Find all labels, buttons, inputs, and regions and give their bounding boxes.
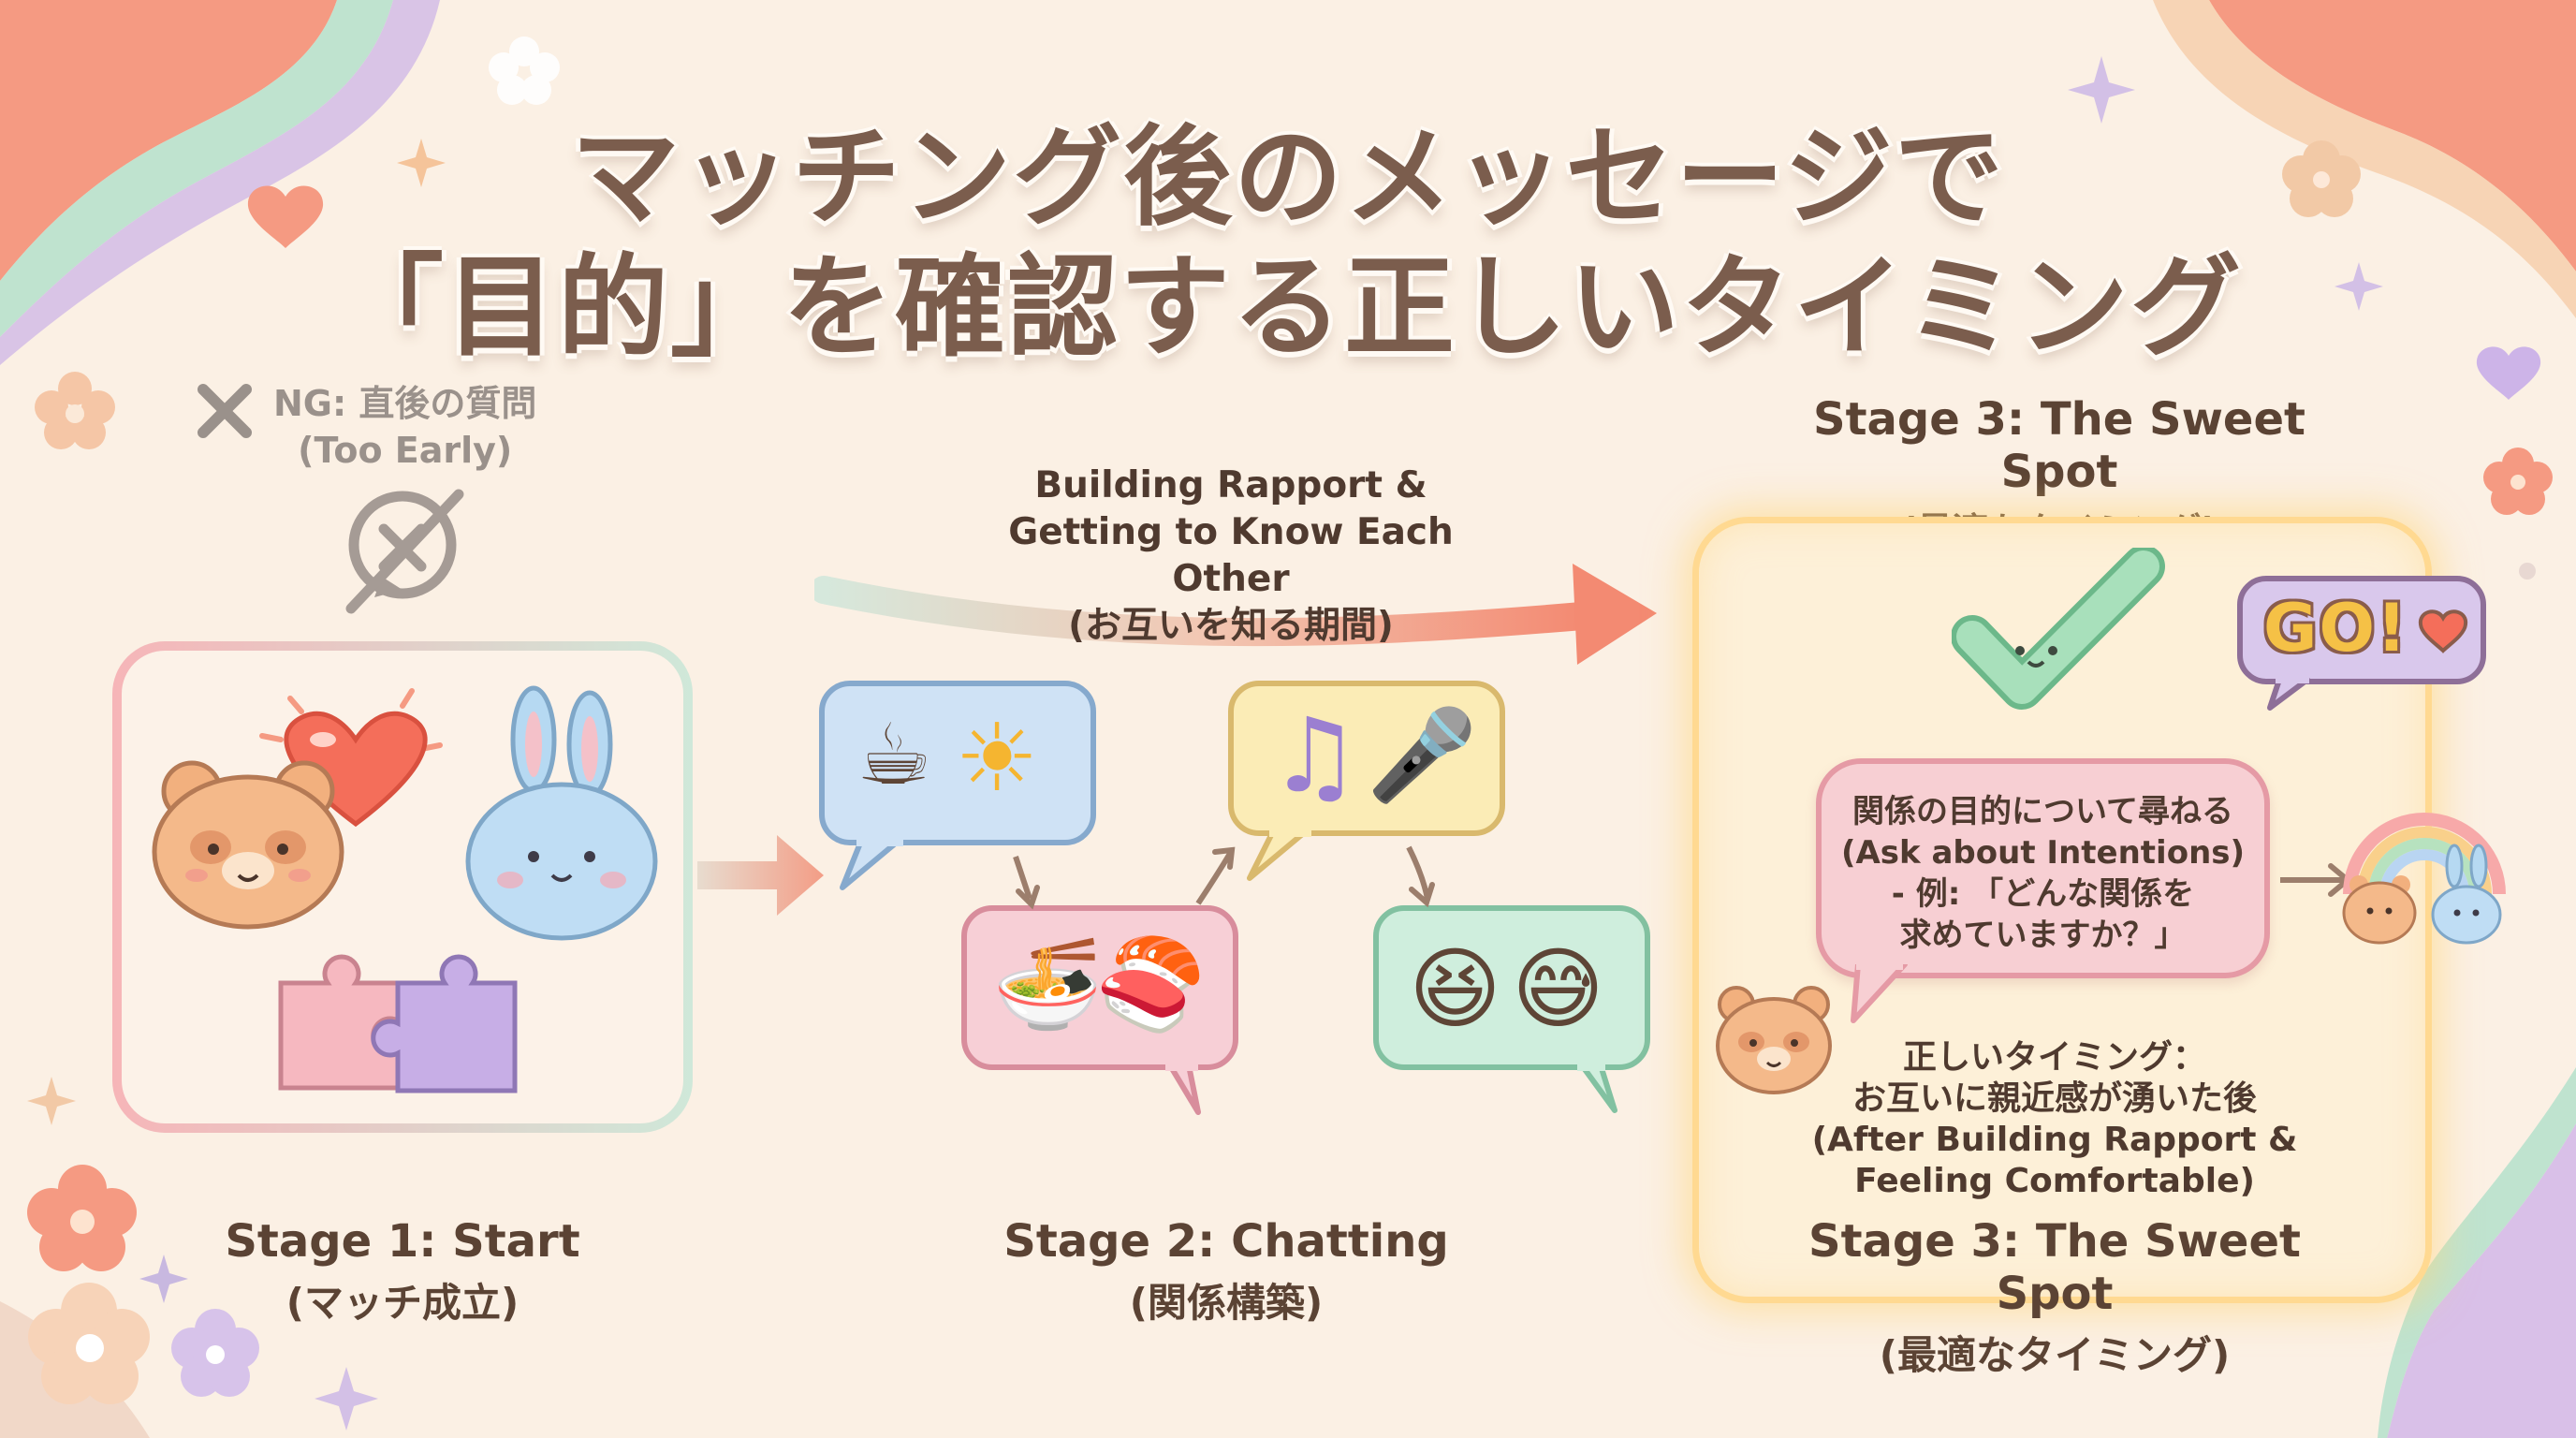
bear-icon <box>152 760 344 930</box>
go-text: GO! <box>2263 590 2408 667</box>
page-title-line1: マッチング後のメッセージで <box>571 114 2005 241</box>
timing-line4: Feeling Comfortable) <box>1854 1162 2255 1200</box>
question-text: 関係の目的について尋ねる (Ask about Intentions) - 例:… <box>1821 791 2265 956</box>
stage2-chat-flow <box>819 681 1650 1115</box>
stage1-illustration <box>152 685 658 1093</box>
flower-deco <box>35 372 115 449</box>
stage3-bottom-sub: (最適なタイミング) <box>1879 1332 2231 1378</box>
page-title-line2: 「目的」を確認する正しいタイミング <box>332 242 2243 372</box>
checkmark-icon <box>1952 548 2165 710</box>
ng-x-icon <box>198 384 252 438</box>
stage2-sub: (関係構築) <box>1129 1280 1324 1326</box>
chat-bubble-music-mic <box>1228 681 1505 881</box>
question-bubble-tail <box>1851 964 1908 1023</box>
chat-bubble-coffee-sun <box>819 681 1096 890</box>
timing-line2: お互いに親近感が湧いた後 <box>1852 1079 2257 1118</box>
ng-label-main: NG: 直後の質問 <box>273 383 537 424</box>
stage3-bottom-title: Stage 3: The Sweet Spot <box>1808 1215 2301 1320</box>
stage2-title: Stage 2: Chatting <box>1003 1215 1449 1268</box>
stage3-top-title: Stage 3: The Sweet Spot <box>1813 393 2305 498</box>
microphone-icon: 🎤 <box>1367 704 1478 807</box>
timing-line3: (After Building Rapport & <box>1811 1121 2298 1159</box>
stage1-label: Stage 1: Start (マッチ成立) <box>168 1215 637 1328</box>
sushi-icon: 🍣 <box>1095 933 1207 1036</box>
question-line4: 求めていますか？」 <box>1899 917 2187 954</box>
bunny-icon <box>465 685 658 941</box>
chat-bubble-ramen-sushi <box>961 905 1238 1115</box>
ng-label: NG: 直後の質問 (Too Early) <box>273 380 536 474</box>
stage1-sub: (マッチ成立) <box>285 1280 520 1326</box>
corner-wave-mint <box>0 0 393 337</box>
corner-wave-lavender <box>0 0 440 365</box>
timing-note: 正しいタイミング： お互いに親近感が湧いた後 (After Building R… <box>1732 1037 2378 1202</box>
heart-deco-left <box>247 185 324 248</box>
rapport-label-line1: Building Rapport & <box>1034 464 1427 506</box>
sun-icon: ☀ <box>955 703 1039 813</box>
heart-deco-right <box>2476 346 2541 400</box>
corner-blob-lavender <box>2387 1123 2576 1438</box>
music-note-icon: ♫ <box>1268 696 1361 815</box>
sweat-smile-icon: 😅 <box>1512 938 1605 1041</box>
question-bubble <box>1816 758 2270 978</box>
stage2-label: Stage 2: Chatting (関係構築) <box>992 1215 1460 1328</box>
go-badge <box>2237 576 2486 711</box>
arrow-stage1-to-2 <box>697 835 824 916</box>
rapport-label-line3: (お互いを知る期間) <box>1068 605 1394 647</box>
question-line2: (Ask about Intentions) <box>1840 834 2246 872</box>
rapport-label-line2: Getting to Know Each Other <box>1008 511 1454 600</box>
question-line3: - 例: 「どんな関係を <box>1891 875 2195 913</box>
laughing-face-icon: 😆 <box>1409 938 1502 1041</box>
chat-bubble-emoji <box>1373 905 1650 1113</box>
question-line1: 関係の目的について尋ねる <box>1852 793 2233 830</box>
rapport-label: Building Rapport & Getting to Know Each … <box>945 462 1516 650</box>
stage3-bottom-label: Stage 3: The Sweet Spot (最適なタイミング) <box>1760 1215 2349 1381</box>
bear-small-icon <box>1716 986 1832 1094</box>
rainbow-couple-icon <box>2342 813 2506 945</box>
coffee-icon: ☕ <box>856 706 932 804</box>
corner-blob-coral-right <box>2209 0 2576 271</box>
crossed-chat-icon <box>345 489 464 614</box>
corner-wave-peach <box>2153 0 2576 318</box>
corner-blob-coral <box>0 0 337 281</box>
stage1-title: Stage 1: Start <box>225 1215 580 1268</box>
rapport-arrow <box>814 564 1657 665</box>
puzzle-icon <box>278 954 518 1093</box>
ng-label-sub: (Too Early) <box>298 430 513 471</box>
timing-line1: 正しいタイミング： <box>1902 1038 2206 1077</box>
heart-icon <box>259 688 443 828</box>
ramen-icon: 🍜 <box>992 933 1104 1036</box>
